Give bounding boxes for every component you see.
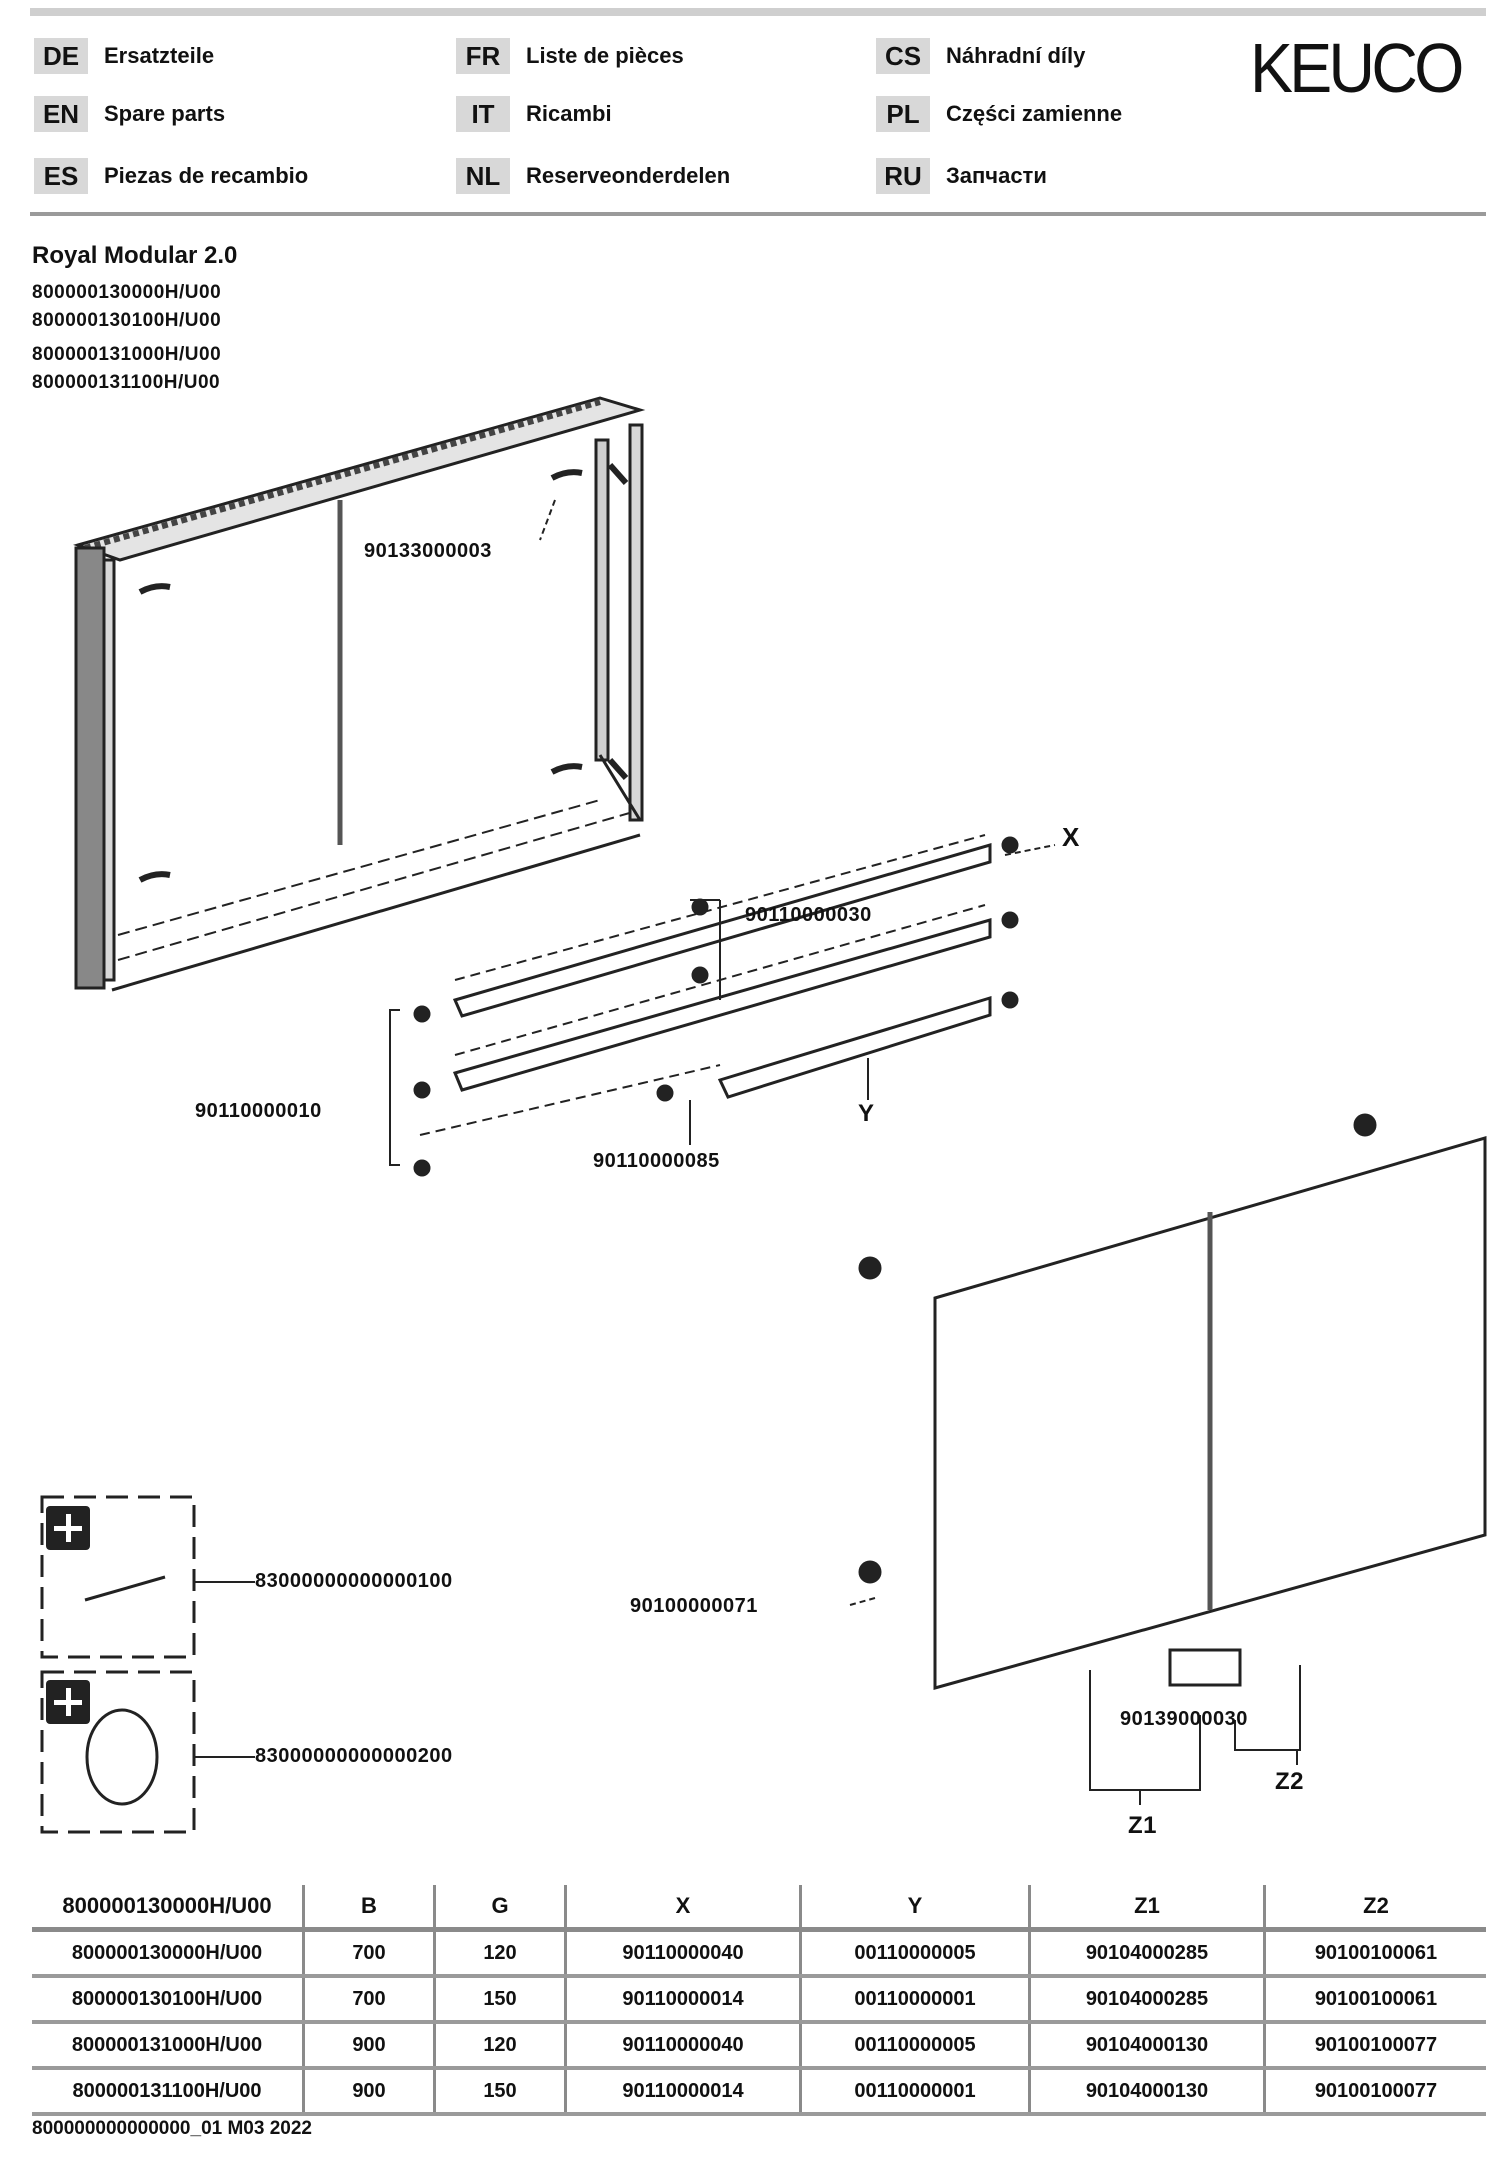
column-header: Z1 xyxy=(1028,1885,1265,1932)
header-bottom-rule xyxy=(30,212,1486,216)
callout-accessory-1: 83000000000000100 xyxy=(255,1570,453,1592)
lang-pl: PL Części zamienne xyxy=(876,96,1122,132)
callout-hinge-top: 90133000003 xyxy=(364,540,492,562)
table-cell: 90110000040 xyxy=(564,2022,801,2070)
table-cell: 90100100077 xyxy=(1263,2022,1486,2070)
lang-fr: FR Liste de pièces xyxy=(456,38,684,74)
callout-shelf-clip: 90110000030 xyxy=(745,904,872,926)
brand-logo: KEUCO xyxy=(1250,29,1464,107)
lang-label: Náhradní díly xyxy=(946,43,1086,68)
column-header: Y xyxy=(799,1885,1030,1932)
table-cell: 00110000001 xyxy=(799,1976,1030,2024)
lang-label: Ricambi xyxy=(526,101,612,126)
table-cell: 90100100077 xyxy=(1263,2068,1486,2116)
plus-icon xyxy=(46,1506,90,1550)
table-row: 800000130100H/U00 700 150 90110000014 00… xyxy=(32,1976,1486,2024)
table-cell: 90110000014 xyxy=(564,2068,801,2116)
article-number: 800000130100H/U00 xyxy=(32,310,222,331)
lang-cs: CS Náhradní díly xyxy=(876,38,1085,74)
column-header: G xyxy=(433,1885,566,1932)
table-row: 800000131100H/U00 900 150 90110000014 00… xyxy=(32,2068,1486,2116)
lang-ru: RU Запчасти xyxy=(876,158,1047,194)
table-cell: 150 xyxy=(433,2068,566,2116)
marker-x: X xyxy=(1062,822,1080,852)
lang-label: Piezas de recambio xyxy=(104,163,309,188)
accessory-boxes xyxy=(40,1495,196,1834)
article-number: 800000131100H/U00 xyxy=(32,372,221,393)
lang-it: IT Ricambi xyxy=(456,96,612,132)
table-cell: 00110000005 xyxy=(799,2022,1030,2070)
column-header: X xyxy=(564,1885,801,1932)
table-cell: 90100100061 xyxy=(1263,1976,1486,2024)
mirror-doors-drawing xyxy=(849,1136,1487,1805)
table-cell: 00110000001 xyxy=(799,2068,1030,2116)
article-number: 800000130000H/U00 xyxy=(32,282,222,303)
column-header: B xyxy=(302,1885,435,1932)
table-cell: 90110000014 xyxy=(564,1976,801,2024)
table-cell: 90104000285 xyxy=(1028,1929,1265,1978)
hinge-drawings xyxy=(413,836,1377,1584)
table-cell: 800000131100H/U00 xyxy=(32,2068,304,2116)
lang-code: CS xyxy=(876,38,930,74)
lang-label: Części zamienne xyxy=(946,101,1123,126)
cabinet-body-drawing xyxy=(73,396,646,992)
marker-z1: Z1 xyxy=(1128,1812,1158,1839)
lang-label: Liste de pièces xyxy=(526,43,684,68)
callout-accessory-2: 83000000000000200 xyxy=(255,1745,453,1767)
lang-es: ES Piezas de recambio xyxy=(34,158,308,194)
lang-code: EN xyxy=(34,96,88,132)
article-number: 800000131000H/U00 xyxy=(32,344,222,365)
column-header: Z2 xyxy=(1263,1885,1486,1932)
product-title: Royal Modular 2.0 xyxy=(32,242,238,269)
lang-label: Ersatzteile xyxy=(104,43,215,68)
callout-door-bottom-part: 90139000030 xyxy=(1120,1708,1248,1730)
parts-table: 800000130000H/U00 B G X Y Z1 Z2 80000013… xyxy=(32,1885,1486,2116)
table-row: 800000131000H/U00 900 120 90110000040 00… xyxy=(32,2022,1486,2070)
table-cell: 120 xyxy=(433,2022,566,2070)
table-cell: 700 xyxy=(302,1929,435,1978)
table-cell: 90110000040 xyxy=(564,1929,801,1978)
table-row: 800000130000H/U00 700 120 90110000040 00… xyxy=(32,1929,1486,1978)
lang-label: Reserveonderdelen xyxy=(526,163,731,188)
lang-code: IT xyxy=(456,96,510,132)
table-cell: 700 xyxy=(302,1976,435,2024)
lang-de: DE Ersatzteile xyxy=(34,38,214,74)
lang-code: DE xyxy=(34,38,88,74)
lang-en: EN Spare parts xyxy=(34,96,225,132)
table-cell: 120 xyxy=(433,1929,566,1978)
lang-label: Spare parts xyxy=(104,101,226,126)
callout-door-hinge: 90100000071 xyxy=(630,1595,758,1617)
plus-icon xyxy=(46,1680,90,1724)
table-cell: 00110000005 xyxy=(799,1929,1030,1978)
top-rule xyxy=(30,8,1486,16)
exploded-diagram xyxy=(40,396,1487,1834)
table-cell: 800000131000H/U00 xyxy=(32,2022,304,2070)
lang-code: RU xyxy=(876,158,930,194)
table-cell: 150 xyxy=(433,1976,566,2024)
callout-shelf-small-part: 90110000085 xyxy=(593,1150,720,1172)
callout-shelf-support: 90110000010 xyxy=(195,1100,322,1122)
table-cell: 900 xyxy=(302,2068,435,2116)
marker-y: Y xyxy=(858,1100,875,1127)
lang-nl: NL Reserveonderdelen xyxy=(456,158,730,194)
column-header: 800000130000H/U00 xyxy=(32,1885,304,1932)
marker-z2: Z2 xyxy=(1275,1768,1305,1795)
table-cell: 900 xyxy=(302,2022,435,2070)
lang-label: Запчасти xyxy=(946,163,1047,188)
table-cell: 90100100061 xyxy=(1263,1929,1486,1978)
table-cell: 800000130000H/U00 xyxy=(32,1929,304,1978)
lang-code: ES xyxy=(34,158,88,194)
table-cell: 90104000130 xyxy=(1028,2022,1265,2070)
table-header-row: 800000130000H/U00 B G X Y Z1 Z2 xyxy=(32,1885,1486,1932)
document-id: 800000000000000_01 M03 2022 xyxy=(32,2118,312,2139)
lang-code: NL xyxy=(456,158,510,194)
lang-code: PL xyxy=(876,96,930,132)
lang-code: FR xyxy=(456,38,510,74)
shelves-drawing xyxy=(389,834,1056,1166)
table-cell: 90104000130 xyxy=(1028,2068,1265,2116)
table-cell: 90104000285 xyxy=(1028,1976,1265,2024)
table-cell: 800000130100H/U00 xyxy=(32,1976,304,2024)
